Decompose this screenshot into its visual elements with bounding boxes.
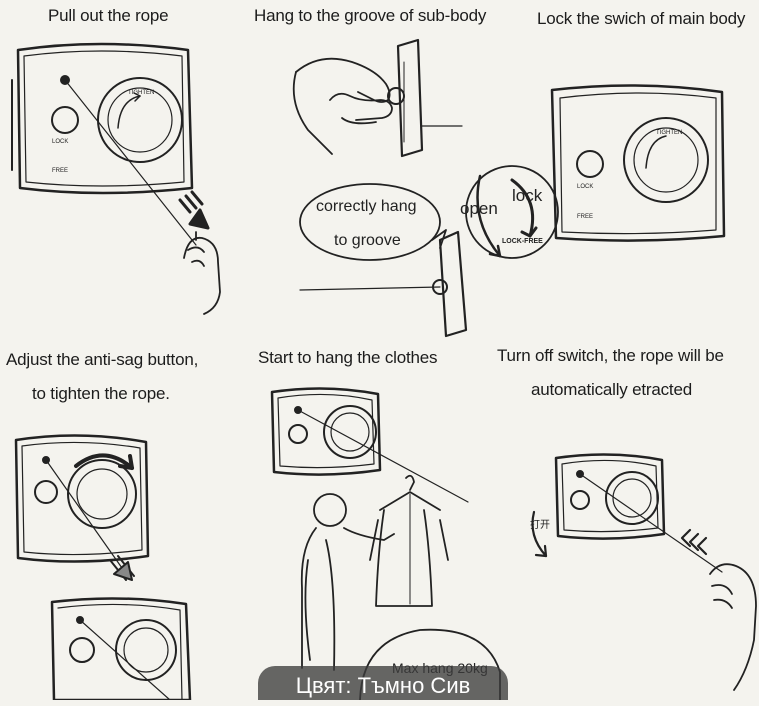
step-2-sub-body (387, 38, 424, 158)
step-2-sub-body-lower (432, 230, 468, 338)
step-5-rope (297, 409, 469, 503)
step-4-device-bottom (50, 597, 192, 700)
step-1-device (11, 42, 194, 195)
bubble-line-2: to groove (334, 232, 401, 249)
lock-label-lock: lock (512, 186, 543, 205)
step-6-caption-line2: automatically etracted (531, 380, 692, 399)
person-hanging-clothes-icon (300, 493, 395, 671)
step-4-caption-line2: to tighten the rope. (32, 384, 170, 403)
color-banner: Цвят: Тъмно Сив (258, 666, 508, 700)
step-4-rope (45, 459, 123, 569)
step-2-caption: Hang to the groove of sub-body (254, 6, 487, 25)
step-1-pull-arrow-icon (178, 190, 210, 230)
step-5-device (270, 387, 382, 476)
step-6-hand-icon (709, 563, 757, 691)
lock-label-lock-free: LOCK-FREE (502, 238, 543, 245)
step-2-rope-lower (299, 286, 441, 291)
shirt-on-hanger-icon (369, 474, 449, 607)
step-1-hand-icon (183, 231, 221, 315)
step-1-tighten-label: TIGHTEN (128, 90, 155, 96)
step-3-tighten-label: TIGHTEN (656, 130, 683, 136)
svg-text:打开: 打开 (530, 518, 550, 531)
step-6-caption-line1: Turn off switch, the rope will be (497, 346, 724, 365)
step-4-caption-line1: Adjust the anti-sag button, (6, 350, 199, 369)
step-3-lock-label: LOCK (577, 184, 594, 190)
step-1-caption: Pull out the rope (48, 6, 169, 25)
step-4-down-arrow-icon (109, 555, 135, 581)
step-6-device (554, 453, 666, 540)
correctly-hang-bubble (299, 183, 447, 261)
lock-label-open: open (460, 199, 498, 218)
step-1-rope (64, 79, 197, 246)
step-3-device (550, 84, 726, 242)
step-1-lock-label: LOCK (52, 139, 69, 145)
step-5-caption: Start to hang the clothes (258, 348, 438, 367)
step-6-switch-arrow-icon: 打开 (530, 510, 550, 558)
lock-switch-zoom (465, 165, 559, 259)
step-3-free-label: FREE (577, 214, 594, 220)
step-4-rope-bottom (79, 619, 171, 700)
step-6-rope (579, 473, 723, 573)
step-3-caption: Lock the swich of main body (537, 9, 746, 28)
step-6-retract-arrow-icon (680, 528, 708, 556)
bubble-line-1: correctly hang (316, 198, 417, 215)
step-4-device-top (14, 434, 150, 563)
step-2-hand-icon (292, 57, 393, 155)
step-1-free-label: FREE (52, 168, 69, 174)
